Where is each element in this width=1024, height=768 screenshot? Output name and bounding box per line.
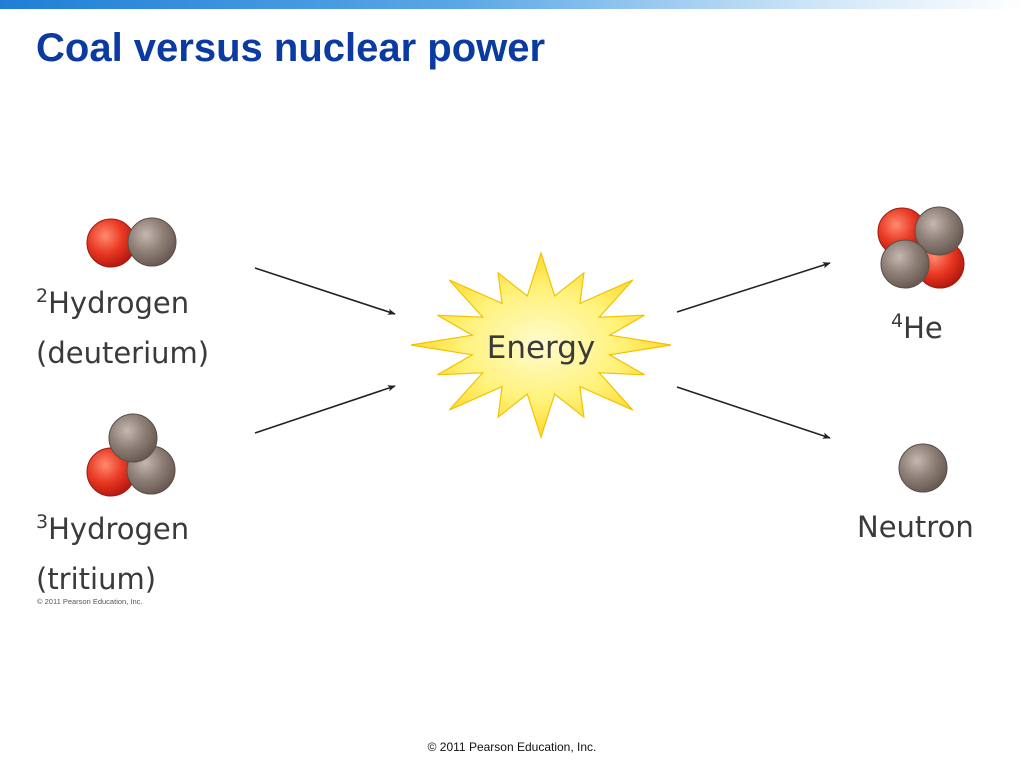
neutron [108, 413, 158, 463]
arrow-energy-to-helium [676, 262, 831, 313]
neutron [127, 217, 177, 267]
free-neutron [898, 443, 948, 493]
helium-mass-number: 4 [891, 310, 904, 332]
energy-label: Energy [487, 330, 596, 366]
helium-label: 4He [891, 305, 943, 355]
energy-burst [410, 251, 672, 439]
tritium-nucleus [86, 413, 176, 497]
deuterium-mass-number: 2 [36, 285, 49, 307]
top-accent-bar [0, 0, 1024, 9]
neutron [914, 206, 964, 256]
helium-name: He [903, 311, 943, 345]
tritium-name: Hydrogen [48, 512, 190, 546]
tritium-alias: (tritium) [36, 562, 157, 596]
deuterium-name: Hydrogen [48, 286, 190, 320]
figure-credit: © 2011 Pearson Education, Inc. [37, 597, 143, 606]
arrow-energy-to-neutron [676, 386, 831, 439]
footer-copyright: © 2011 Pearson Education, Inc. [427, 740, 597, 754]
neutron [880, 239, 930, 289]
deuterium-label: 2Hydrogen (deuterium) [36, 280, 209, 376]
neutron-label: Neutron [857, 510, 974, 544]
tritium-label: 3Hydrogen (tritium) [36, 506, 189, 602]
tritium-mass-number: 3 [36, 511, 49, 533]
deuterium-alias: (deuterium) [36, 336, 210, 370]
helium-4-nucleus [877, 206, 965, 289]
deuterium-nucleus [86, 217, 177, 268]
arrow-deuterium-to-energy [254, 267, 396, 315]
slide-title: Coal versus nuclear power [36, 26, 546, 70]
arrow-tritium-to-energy [254, 385, 396, 434]
